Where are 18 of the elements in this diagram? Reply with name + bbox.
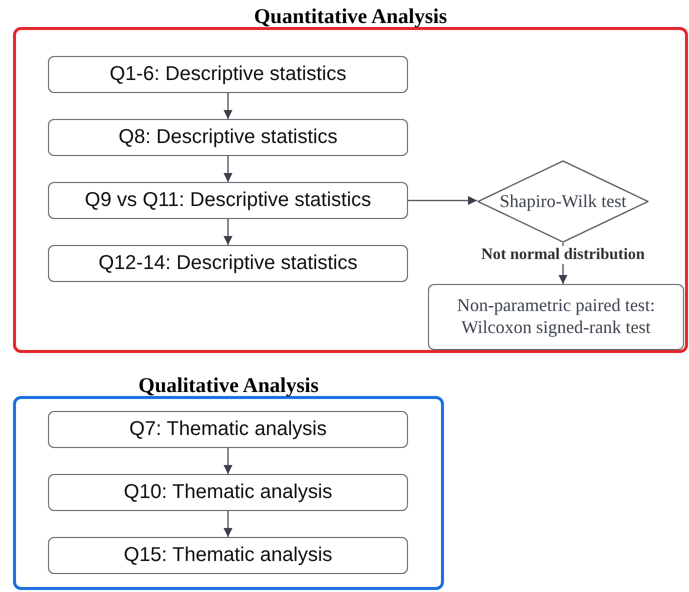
process-box: Q12-14: Descriptive statistics bbox=[48, 245, 408, 282]
arrow bbox=[224, 448, 232, 474]
group-heading: Qualitative Analysis bbox=[137, 373, 320, 398]
arrow bbox=[224, 156, 232, 182]
process-box: Q8: Descriptive statistics bbox=[48, 119, 408, 156]
arrow bbox=[224, 93, 232, 119]
decision-text: Shapiro-Wilk test bbox=[500, 191, 626, 212]
process-box: Q1-6: Descriptive statistics bbox=[48, 56, 408, 93]
arrow bbox=[224, 219, 232, 245]
arrow bbox=[224, 511, 232, 537]
process-box: Q9 vs Q11: Descriptive statistics bbox=[48, 182, 408, 219]
process-box: Q7: Thematic analysis bbox=[48, 411, 408, 448]
process-box: Q15: Thematic analysis bbox=[48, 537, 408, 574]
decision-diamond bbox=[477, 160, 649, 243]
process-box: Q10: Thematic analysis bbox=[48, 474, 408, 511]
group-heading: Quantitative Analysis bbox=[252, 4, 448, 29]
arrow bbox=[408, 196, 477, 205]
process-box: Non-parametric paired test: Wilcoxon signed-rank test bbox=[428, 284, 684, 350]
